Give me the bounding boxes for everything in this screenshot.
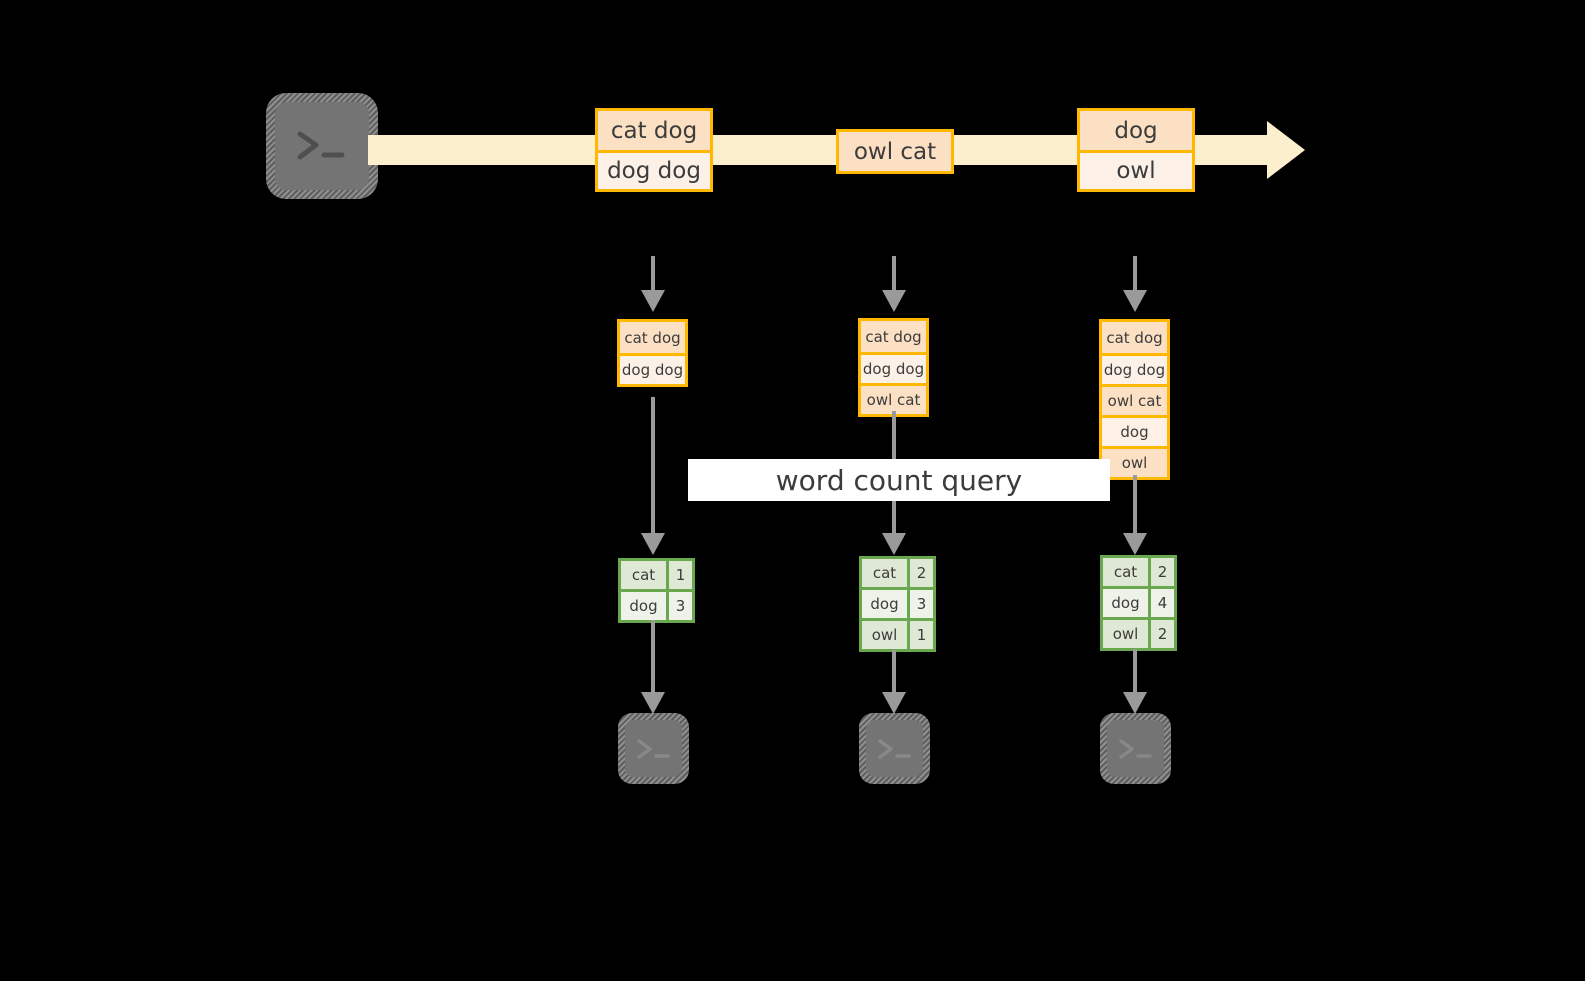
terminal-prompt-icon [859,713,930,784]
table-row: dog 3 [621,589,692,620]
sink-terminal-1 [618,713,689,784]
sink-line-2 [892,650,896,692]
event-stream-arrowhead [1267,121,1305,179]
query-arrow-2 [882,533,906,555]
event-line: owl [1080,150,1192,189]
snapshot-line: dog [1102,415,1167,446]
stream-event-1: cat dog dog dog [595,108,713,192]
query-arrow-1 [641,533,665,555]
terminal-screen [275,102,369,190]
query-label: word count query [688,459,1110,501]
query-line-1 [651,397,655,533]
snapshot-box-2: cat dog dog dog owl cat [858,318,929,417]
count-cell: 2 [907,559,933,587]
snapshot-drop-line-3 [1133,256,1137,290]
event-line: dog dog [598,150,710,189]
stream-event-3: dog owl [1077,108,1195,192]
table-row: cat 2 [862,559,933,587]
sink-arrow-2 [882,692,906,714]
sink-arrow-1 [641,692,665,714]
snapshot-drop-arrow-3 [1123,290,1147,312]
event-line: owl cat [839,132,951,171]
terminal-screen [866,720,923,777]
snapshot-drop-line-2 [892,256,896,290]
table-row: owl 1 [862,618,933,649]
word-cell: cat [1103,558,1148,586]
table-row: cat 2 [1103,558,1174,586]
word-cell: dog [1103,589,1148,617]
snapshot-line: dog dog [620,353,685,384]
terminal-prompt-icon [1100,713,1171,784]
snapshot-line: owl [1102,446,1167,477]
snapshot-line: owl cat [1102,384,1167,415]
snapshot-drop-arrow-2 [882,290,906,312]
snapshot-line: dog dog [861,352,926,383]
count-cell: 1 [666,561,692,589]
stream-event-2: owl cat [836,129,954,174]
word-cell: cat [862,559,907,587]
sink-line-3 [1133,649,1137,692]
count-cell: 2 [1148,558,1174,586]
word-cell: dog [862,590,907,618]
sink-terminal-2 [859,713,930,784]
snapshot-line: owl cat [861,383,926,414]
snapshot-box-3: cat dog dog dog owl cat dog owl [1099,319,1170,480]
word-cell: cat [621,561,666,589]
count-cell: 4 [1148,589,1174,617]
snapshot-line: cat dog [861,321,926,352]
word-cell: owl [1103,620,1148,648]
source-terminal [266,93,378,199]
table-row: cat 1 [621,561,692,589]
terminal-screen [625,720,682,777]
query-line-3 [1133,475,1137,533]
count-cell: 3 [666,592,692,620]
snapshot-box-1: cat dog dog dog [617,319,688,387]
table-row: dog 4 [1103,586,1174,617]
result-table-1: cat 1 dog 3 [618,558,695,623]
result-table-2: cat 2 dog 3 owl 1 [859,556,936,652]
sink-terminal-3 [1100,713,1171,784]
event-line: dog [1080,111,1192,150]
event-line: cat dog [598,111,710,150]
snapshot-line: cat dog [1102,322,1167,353]
word-cell: owl [862,621,907,649]
query-arrow-3 [1123,533,1147,555]
result-table-3: cat 2 dog 4 owl 2 [1100,555,1177,651]
count-cell: 1 [907,621,933,649]
count-cell: 3 [907,590,933,618]
terminal-screen [1107,720,1164,777]
snapshot-line: dog dog [1102,353,1167,384]
snapshot-drop-arrow-1 [641,290,665,312]
snapshot-line: cat dog [620,322,685,353]
sink-arrow-3 [1123,692,1147,714]
terminal-prompt-icon [266,93,378,199]
table-row: dog 3 [862,587,933,618]
count-cell: 2 [1148,620,1174,648]
sink-line-1 [651,620,655,692]
word-cell: dog [621,592,666,620]
table-row: owl 2 [1103,617,1174,648]
terminal-prompt-icon [618,713,689,784]
snapshot-drop-line-1 [651,256,655,290]
